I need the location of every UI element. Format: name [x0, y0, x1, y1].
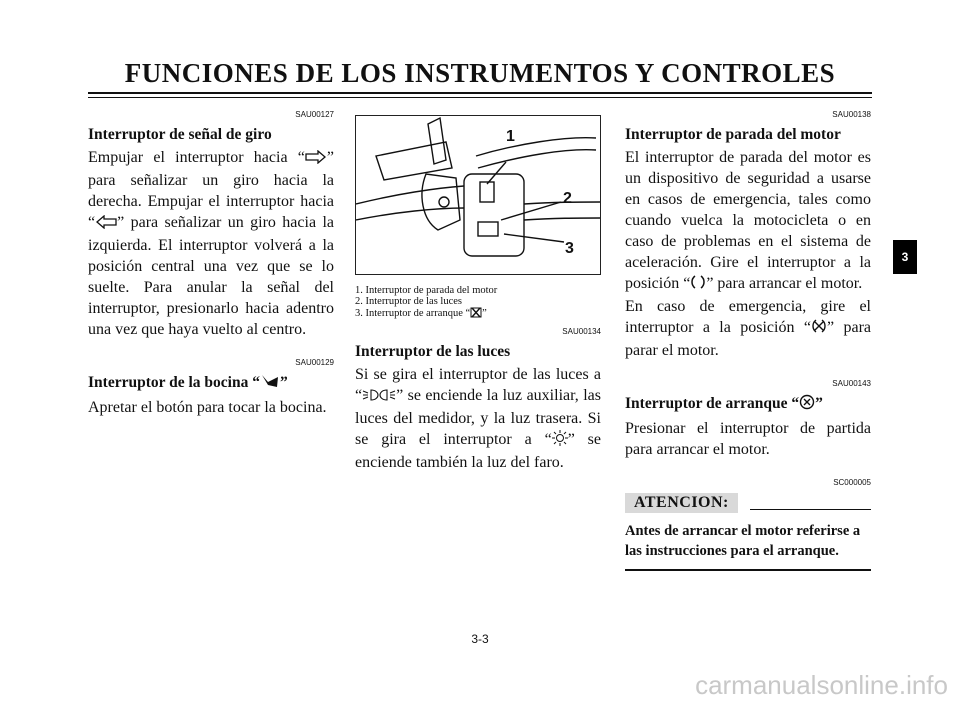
horn-text: Apretar el botón para tocar la bocina. [88, 399, 327, 416]
text-fragment: ” [279, 374, 288, 391]
text-fragment: En caso de emergencia, gire el interrupt… [625, 298, 871, 336]
text-fragment: ” para parar el motor. [625, 319, 871, 359]
chapter-tab: 3 [893, 240, 917, 274]
turn-right-arrow-icon [305, 149, 327, 170]
text-fragment: Interruptor de arranque “ [625, 395, 800, 412]
page-title: FUNCIONES DE LOS INSTRUMENTOS Y CONTROLE… [124, 58, 836, 88]
caption-item: 1. Interruptor de parada del motor [355, 285, 498, 296]
text-fragment: ” para arrancar el motor. [706, 275, 863, 292]
section-code: SAU00138 [832, 110, 871, 119]
column-right: SAU00138 Interruptor de parada del motor… [625, 110, 871, 571]
text-fragment: ” para señalizar un giro hacia la izquie… [88, 214, 334, 338]
handlebar-illustration [355, 116, 601, 257]
callout-3: 3 [565, 240, 574, 257]
engine-stop-text: El interruptor de parada del motor es un… [625, 147, 871, 361]
column-middle: 1 2 3 1. Interruptor de parada del motor… [355, 110, 601, 473]
turn-signal-heading: Interruptor de señal de giro [88, 126, 272, 143]
watermark: carmanualsonline.info [695, 670, 948, 700]
caption-item: 3. Interruptor de arranque “ ” [355, 307, 601, 321]
page-number: 3-3 [471, 632, 489, 646]
handlebar-switch-figure: 1 2 3 [355, 115, 601, 275]
caution-badge: ATENCION: [625, 493, 738, 513]
text-fragment: Si se gira el interruptor de las luces a… [355, 366, 601, 404]
text-fragment: ” se enciende también la luz del faro. [355, 431, 601, 471]
turn-left-arrow-icon [95, 214, 117, 235]
horn-heading: Interruptor de la bocina “ ” [88, 373, 334, 395]
section-code: SAU00134 [562, 327, 601, 336]
header-rule-thick [88, 92, 872, 94]
parking-light-icon [362, 387, 396, 408]
engine-run-icon [690, 274, 706, 296]
text-fragment: 3. Interruptor de arranque “ [355, 308, 471, 319]
section-code: SAU00129 [295, 358, 334, 367]
column-left: SAU00127 Interruptor de señal de giro Em… [88, 110, 334, 418]
text-fragment: ” [482, 308, 487, 319]
starter-text: Presionar el interruptor de partida para… [625, 420, 871, 458]
caution-text: Antes de arrancar el motor referirse a l… [625, 521, 871, 571]
callout-1: 1 [506, 128, 515, 145]
caption-item: 2. Interruptor de las luces [355, 296, 463, 307]
text-fragment: El interruptor de parada del motor es un… [625, 149, 871, 292]
lights-text: Si se gira el interruptor de las luces a… [355, 364, 601, 473]
header-rule-thin [88, 97, 872, 98]
horn-icon [260, 373, 280, 395]
caution-header: ATENCION: [625, 493, 871, 513]
figure-captions: 1. Interruptor de parada del motor 2. In… [355, 285, 601, 321]
caution-rule [749, 509, 871, 510]
text-fragment: Empujar el interruptor hacia “ [88, 149, 305, 166]
headlight-icon [551, 430, 568, 452]
text-fragment: ” para señalizar un giro hacia la derech… [88, 149, 334, 231]
starter-heading: Interruptor de arranque “ ” [625, 394, 871, 416]
turn-signal-text: Empujar el interruptor hacia “” para señ… [88, 147, 334, 340]
section-code: SAU00143 [832, 379, 871, 388]
engine-stop-icon [811, 318, 827, 340]
text-fragment: ” [815, 395, 823, 412]
section-code: SAU00127 [295, 110, 334, 119]
start-button-icon [799, 394, 815, 416]
engine-stop-heading: Interruptor de parada del motor [625, 126, 841, 143]
text-fragment: Interruptor de la bocina “ [88, 374, 260, 391]
start-button-icon [470, 307, 482, 321]
callout-2: 2 [563, 190, 572, 207]
lights-heading: Interruptor de las luces [355, 343, 511, 360]
text-fragment: ” se enciende la luz auxiliar, las luces… [355, 387, 601, 448]
section-code: SC000005 [833, 478, 871, 487]
